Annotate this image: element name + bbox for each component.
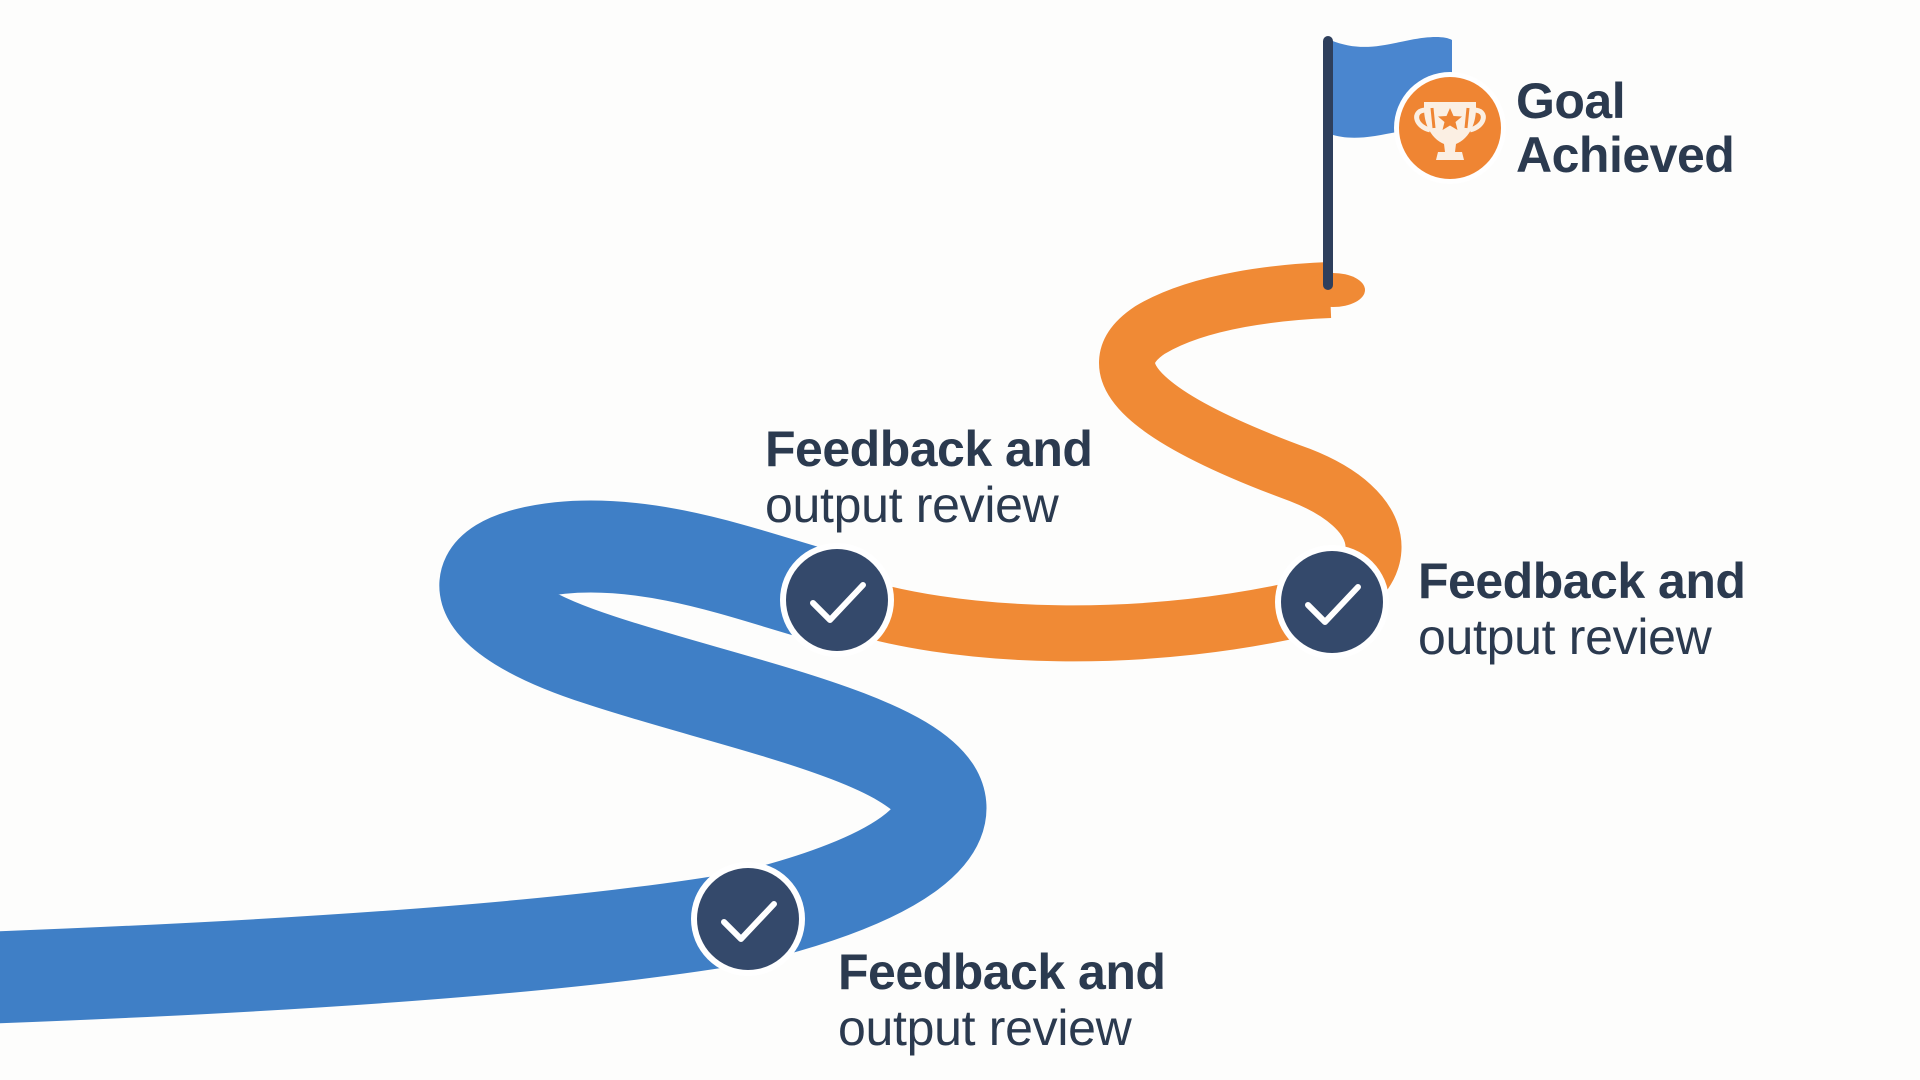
check-icon (810, 582, 866, 623)
check-icon (1305, 584, 1361, 625)
milestone-marker-2[interactable] (780, 543, 894, 657)
goal-badge (1394, 72, 1506, 184)
milestone-title: Feedback and (765, 421, 1093, 477)
milestone-marker-3[interactable] (1275, 545, 1389, 659)
check-icon (721, 901, 777, 942)
flag-pole (1323, 36, 1333, 290)
milestone-label-2: Feedback and output review (765, 421, 1093, 533)
flag-base (1301, 273, 1365, 307)
milestone-title: Feedback and (1418, 553, 1746, 609)
milestone-subtitle: output review (838, 1000, 1132, 1056)
milestone-label-3: Feedback and output review (1418, 553, 1746, 665)
milestone-subtitle: output review (765, 477, 1059, 533)
milestone-title: Feedback and (838, 944, 1166, 1000)
goal-label-line2: Achieved (1516, 127, 1735, 183)
path-segment-blue (0, 500, 987, 1024)
milestone-marker-1[interactable] (691, 862, 805, 976)
milestone-label-1: Feedback and output review (838, 944, 1166, 1056)
trophy-icon (1414, 102, 1486, 160)
goal-label: Goal Achieved (1516, 73, 1735, 183)
goal-label-line1: Goal (1516, 73, 1626, 129)
milestone-subtitle: output review (1418, 609, 1712, 665)
path-segment-orange (827, 262, 1402, 662)
